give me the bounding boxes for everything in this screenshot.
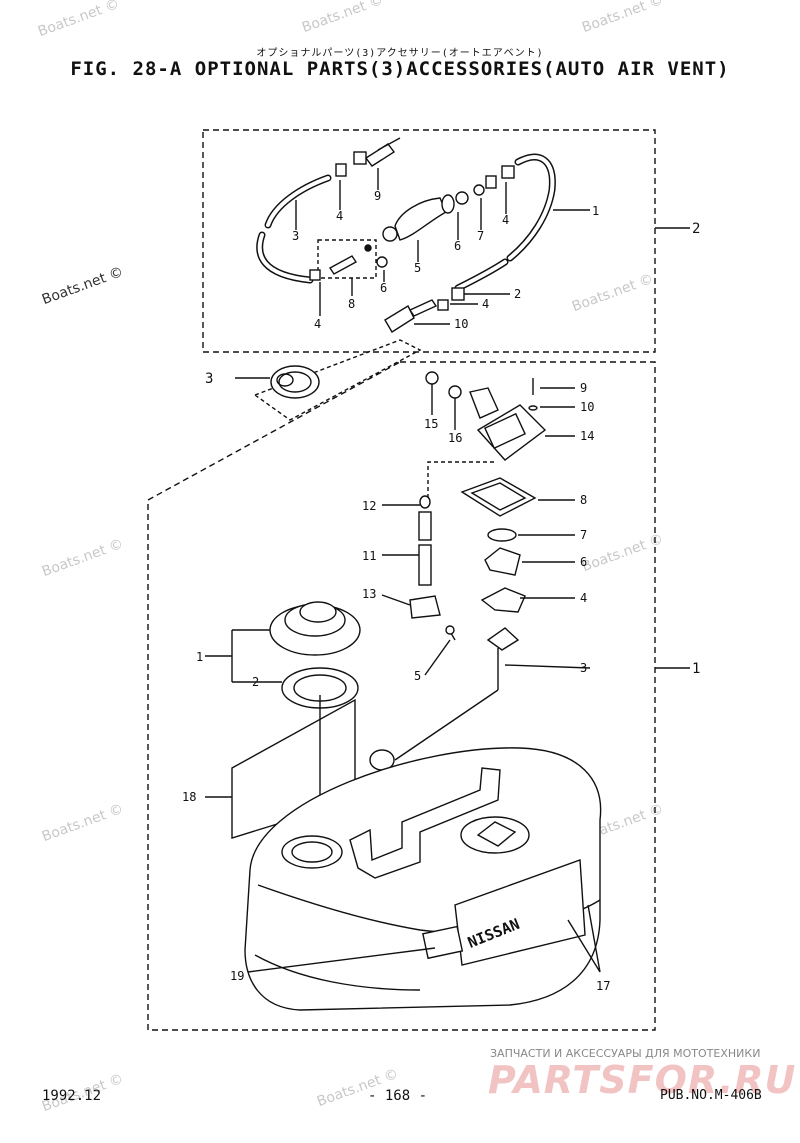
callout: 9 <box>374 189 381 203</box>
callout: 8 <box>580 493 587 507</box>
brand-tagline: ЗАПЧАСТИ И АКСЕССУАРЫ ДЛЯ МОТОТЕХНИКИ <box>490 1047 761 1060</box>
brand-logo: PARTSFOR.RU <box>488 1058 797 1102</box>
callout: 8 <box>348 297 355 311</box>
figure-title: FIG. 28-A OPTIONAL PARTS(3)ACCESSORIES(A… <box>70 58 730 80</box>
callout: 10 <box>454 317 468 331</box>
callout: 2 <box>514 287 521 301</box>
japanese-title: オプショナルパーツ(3)アクセサリー(オートエアベント) <box>256 48 544 59</box>
callout: 17 <box>596 979 610 993</box>
publication-number: PUB.NO.M-406B <box>660 1088 762 1103</box>
callout: 12 <box>362 499 376 513</box>
callout: 6 <box>580 555 587 569</box>
callout-kit-2: 2 <box>692 221 700 237</box>
lower-kit-box <box>147 361 656 1031</box>
callout: 1 <box>592 204 599 218</box>
page-number: - 168 - <box>368 1088 428 1104</box>
callout: 4 <box>482 297 489 311</box>
callout: 4 <box>336 209 343 223</box>
callout: 4 <box>580 591 587 605</box>
callout: 4 <box>502 213 509 227</box>
callout: 18 <box>182 790 196 804</box>
callout: 3 <box>580 661 587 675</box>
callout-kit-1: 1 <box>692 661 700 677</box>
callout: 15 <box>424 417 438 431</box>
callout: 13 <box>362 587 376 601</box>
upper-kit-box <box>202 129 656 353</box>
callout: 16 <box>448 431 462 445</box>
callout: 14 <box>580 429 594 443</box>
callout: 2 <box>252 675 259 689</box>
callout: 7 <box>477 229 484 243</box>
callout: 3 <box>292 229 299 243</box>
footer-date: 1992.12 <box>42 1088 102 1104</box>
callout: 1 <box>196 650 203 664</box>
callout: 7 <box>580 528 587 542</box>
callout: 11 <box>362 549 376 563</box>
callout: 19 <box>230 969 244 983</box>
callout: 6 <box>380 281 387 295</box>
callout: 3 <box>205 371 213 387</box>
callout: 6 <box>454 239 461 253</box>
callout: 5 <box>414 669 421 683</box>
callout: 10 <box>580 400 594 414</box>
callout: 9 <box>580 381 587 395</box>
callout: 5 <box>414 261 421 275</box>
callout: 4 <box>314 317 321 331</box>
